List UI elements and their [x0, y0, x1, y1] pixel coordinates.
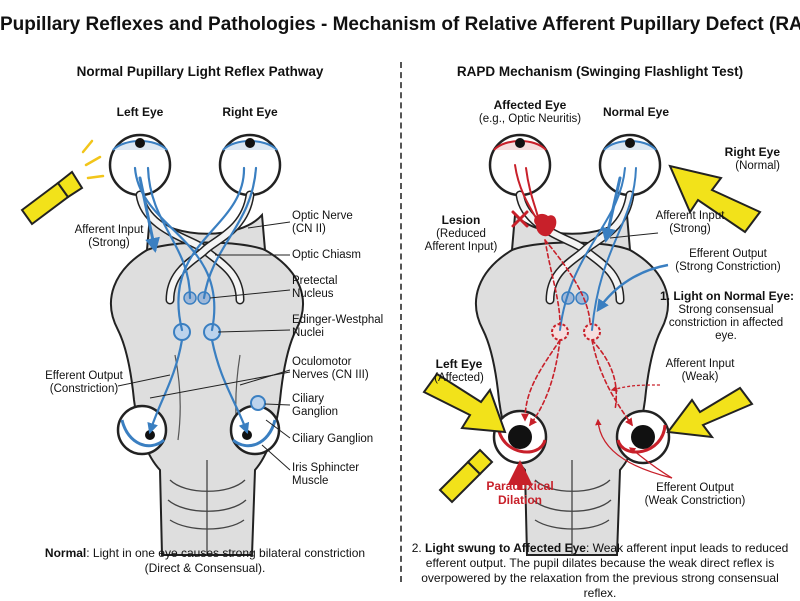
ciliary-ganglion-label-1: Ciliary Ganglion: [292, 393, 338, 419]
efferent-weak-line2: (Weak Constriction): [644, 495, 746, 508]
afferent-strong-line2: (Strong): [669, 223, 711, 236]
affected-eye-example: (e.g., Optic Neuritis): [478, 112, 582, 125]
pretectal-line1: Pretectal: [292, 275, 338, 287]
step1-line3: eye.: [715, 330, 737, 343]
efferent-strong-line1: Efferent Output: [689, 248, 767, 260]
step1-line2: constriction in affected: [668, 317, 784, 330]
affected-eye-top: [488, 133, 552, 197]
ciliary-line1: Ciliary: [292, 393, 324, 405]
ew-line1: Edinger-Westphal: [292, 314, 384, 326]
left-leader-lines: [117, 221, 291, 471]
oculomotor-line1: Oculomotor: [292, 356, 352, 368]
right-caption-bold: Light swung to Affected Eye: [425, 541, 586, 555]
afferent-strong-label: Afferent Input (Strong): [640, 210, 740, 236]
paradoxical-line2: Dilation: [498, 492, 542, 507]
ciliary-line2: Ganglion: [292, 406, 339, 419]
optic-nerve-line1: Optic Nerve: [292, 210, 353, 222]
left-pathway-lines: [133, 166, 266, 435]
normal-eye-label: Normal Eye: [602, 105, 670, 119]
efferent-weak-line1: Efferent Output: [656, 482, 734, 494]
left-eye-bottom: [116, 404, 168, 456]
afferent-strong-line1: Afferent Input: [655, 210, 725, 222]
paradoxical-dilation-label: Paradoxical Dilation: [475, 479, 565, 508]
right-caption: 2. Light swung to Affected Eye: Weak aff…: [408, 541, 792, 601]
affected-eye-label: Affected Eye (e.g., Optic Neuritis): [470, 98, 590, 126]
iris-sphincter-label: Iris Sphincter Muscle: [292, 462, 359, 488]
oculomotor-label: Oculomotor Nerves (CN III): [292, 356, 369, 382]
normal-eye-bottom: [615, 409, 671, 465]
panel-divider: [400, 62, 402, 582]
right-leader-lines: [595, 232, 673, 479]
optic-chiasm-label: Optic Chiasm: [292, 249, 362, 261]
affected-eye-title: Affected Eye: [493, 98, 567, 112]
left-eye-affected-label: Left Eye (Affected): [423, 357, 495, 385]
light-arrow-right-eye: [668, 164, 762, 234]
efferent-label-line1: Efferent Output: [45, 370, 123, 382]
right-eye-label: Right Eye: [222, 105, 278, 119]
afferent-weak-label: Afferent Input (Weak): [650, 358, 750, 384]
lesion-marker: [511, 210, 557, 237]
efferent-label-line2: (Constriction): [49, 383, 119, 396]
afferent-label-line1: Afferent Input: [74, 224, 144, 236]
right-pathway-lines: [514, 164, 637, 427]
left-eye-label: Left Eye: [116, 105, 164, 119]
lesion-line3: Afferent Input): [424, 241, 498, 254]
pretectal-label: Pretectal Nucleus: [292, 275, 337, 301]
light-arrow-left-eye: [422, 372, 507, 434]
paradoxical-line1: Paradoxical: [486, 479, 554, 493]
iris-line2: Muscle: [292, 475, 329, 488]
left-eye-affected-sub: (Affected): [434, 371, 484, 384]
right-panel-title: RAPD Mechanism (Swinging Flashlight Test…: [456, 64, 744, 79]
lesion-line2: (Reduced: [436, 227, 486, 240]
afferent-label: Afferent Input (Strong): [64, 224, 154, 250]
left-caption-text: : Light in one eye causes strong bilater…: [86, 546, 366, 575]
ew-line2: Nuclei: [292, 327, 324, 340]
right-eye-normal-label: Right Eye (Normal): [700, 145, 780, 173]
right-caption-text: : Weak afferent input leads to reduced e…: [421, 541, 789, 600]
lesion-label: Lesion (Reduced Afferent Input): [412, 213, 510, 254]
flashlight-icon-right: [438, 448, 494, 504]
light-arrow-normal-eye-bottom: [666, 386, 754, 439]
efferent-weak-label: Efferent Output (Weak Constriction): [630, 482, 760, 508]
optic-nerve-label: Optic Nerve (CN II): [292, 210, 353, 236]
left-brainstem: [110, 212, 304, 556]
oculomotor-line2: Nerves (CN III): [292, 369, 369, 382]
flashlight-icon: [20, 139, 105, 226]
efferent-strong-label: Efferent Output (Strong Constriction): [668, 248, 788, 274]
right-eye-top: [218, 133, 282, 197]
step1-line1: Strong consensual: [678, 303, 774, 316]
right-eye-normal-title: Right Eye: [724, 145, 780, 159]
edinger-westphal-label: Edinger-Westphal Nuclei: [292, 314, 383, 340]
step1-note: 1. Light on Normal Eye: Strong consensua…: [660, 289, 795, 343]
efferent-strong-line2: (Strong Constriction): [675, 261, 781, 274]
left-eye-affected-title: Left Eye: [435, 357, 483, 371]
optic-nerve-line2: (CN II): [292, 223, 326, 236]
left-caption: Normal: Light in one eye causes strong b…: [40, 546, 370, 576]
afferent-label-line2: (Strong): [88, 237, 130, 250]
normal-eye-top: [598, 133, 662, 197]
lesion-title: Lesion: [441, 213, 481, 227]
right-caption-num: 2.: [411, 541, 426, 555]
left-caption-bold: Normal: [44, 546, 87, 560]
efferent-label: Efferent Output (Constriction): [34, 370, 134, 396]
right-eye-normal-sub: (Normal): [735, 159, 780, 172]
page-title: Pupillary Reflexes and Pathologies - Mec…: [0, 14, 800, 35]
efferent-strong-arrow: [596, 263, 669, 313]
affected-eye-bottom: [492, 409, 548, 465]
afferent-weak-line1: Afferent Input: [665, 358, 735, 370]
afferent-weak-line2: (Weak): [681, 371, 719, 384]
ciliary-ganglion-label-2: Ciliary Ganglion: [292, 433, 374, 445]
iris-line1: Iris Sphincter: [292, 462, 360, 474]
left-panel-title: Normal Pupillary Light Reflex Pathway: [76, 64, 324, 79]
pretectal-line2: Nucleus: [292, 288, 334, 301]
left-eye-top: [108, 133, 172, 197]
step1-title: 1. Light on Normal Eye:: [660, 289, 795, 303]
